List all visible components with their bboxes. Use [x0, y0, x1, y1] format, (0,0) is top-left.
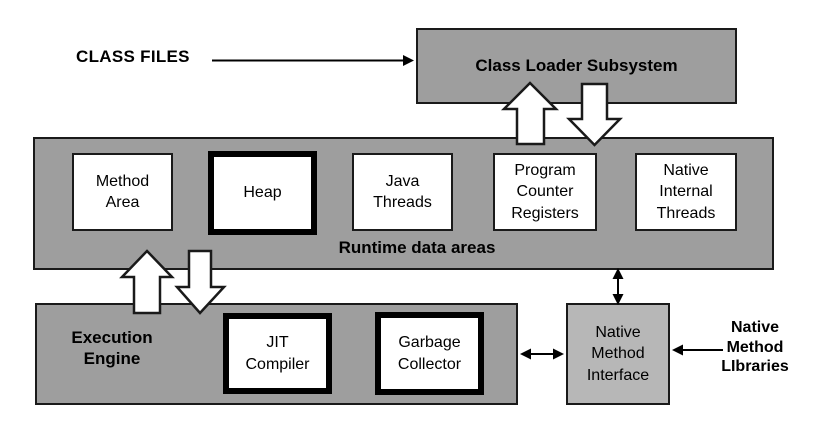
java-threads-label: Java Threads — [373, 172, 432, 211]
heap-label: Heap — [243, 184, 282, 202]
runtime-data-areas-label: Runtime data areas — [338, 238, 496, 257]
class-files-arrowhead-icon — [403, 55, 414, 66]
program-counter-registers-box: Program Counter Registers — [493, 153, 597, 231]
libraries-nmi-arrowhead-icon — [672, 344, 683, 356]
class-files-label: CLASS FILES — [76, 47, 190, 66]
native-internal-threads-box: Native Internal Threads — [635, 153, 737, 231]
class-loader-subsystem-box: Class Loader Subsystem — [416, 28, 737, 104]
native-internal-threads-label: Native Internal Threads — [656, 162, 716, 222]
method-area-box: Method Area — [72, 153, 173, 231]
engine-nmi-arrowhead-left-icon — [520, 348, 531, 360]
jit-compiler-label: JIT Compiler — [245, 334, 310, 373]
native-method-libraries-label: Native Method LIbraries — [721, 319, 789, 376]
jit-compiler-box: JIT Compiler — [223, 313, 332, 394]
program-counter-registers-label: Program Counter Registers — [511, 162, 579, 222]
native-method-interface-label: Native Method Interface — [586, 324, 650, 384]
execution-engine-label: Execution Engine — [71, 328, 153, 368]
engine-nmi-arrowhead-right-icon — [553, 348, 564, 360]
garbage-collector-box: Garbage Collector — [375, 312, 484, 395]
class-loader-subsystem-label: Class Loader Subsystem — [475, 55, 678, 75]
native-method-interface-box: Native Method Interface — [566, 303, 670, 405]
heap-box: Heap — [208, 151, 317, 235]
java-threads-box: Java Threads — [352, 153, 453, 231]
garbage-collector-label: Garbage Collector — [397, 334, 462, 373]
method-area-label: Method Area — [95, 172, 150, 211]
